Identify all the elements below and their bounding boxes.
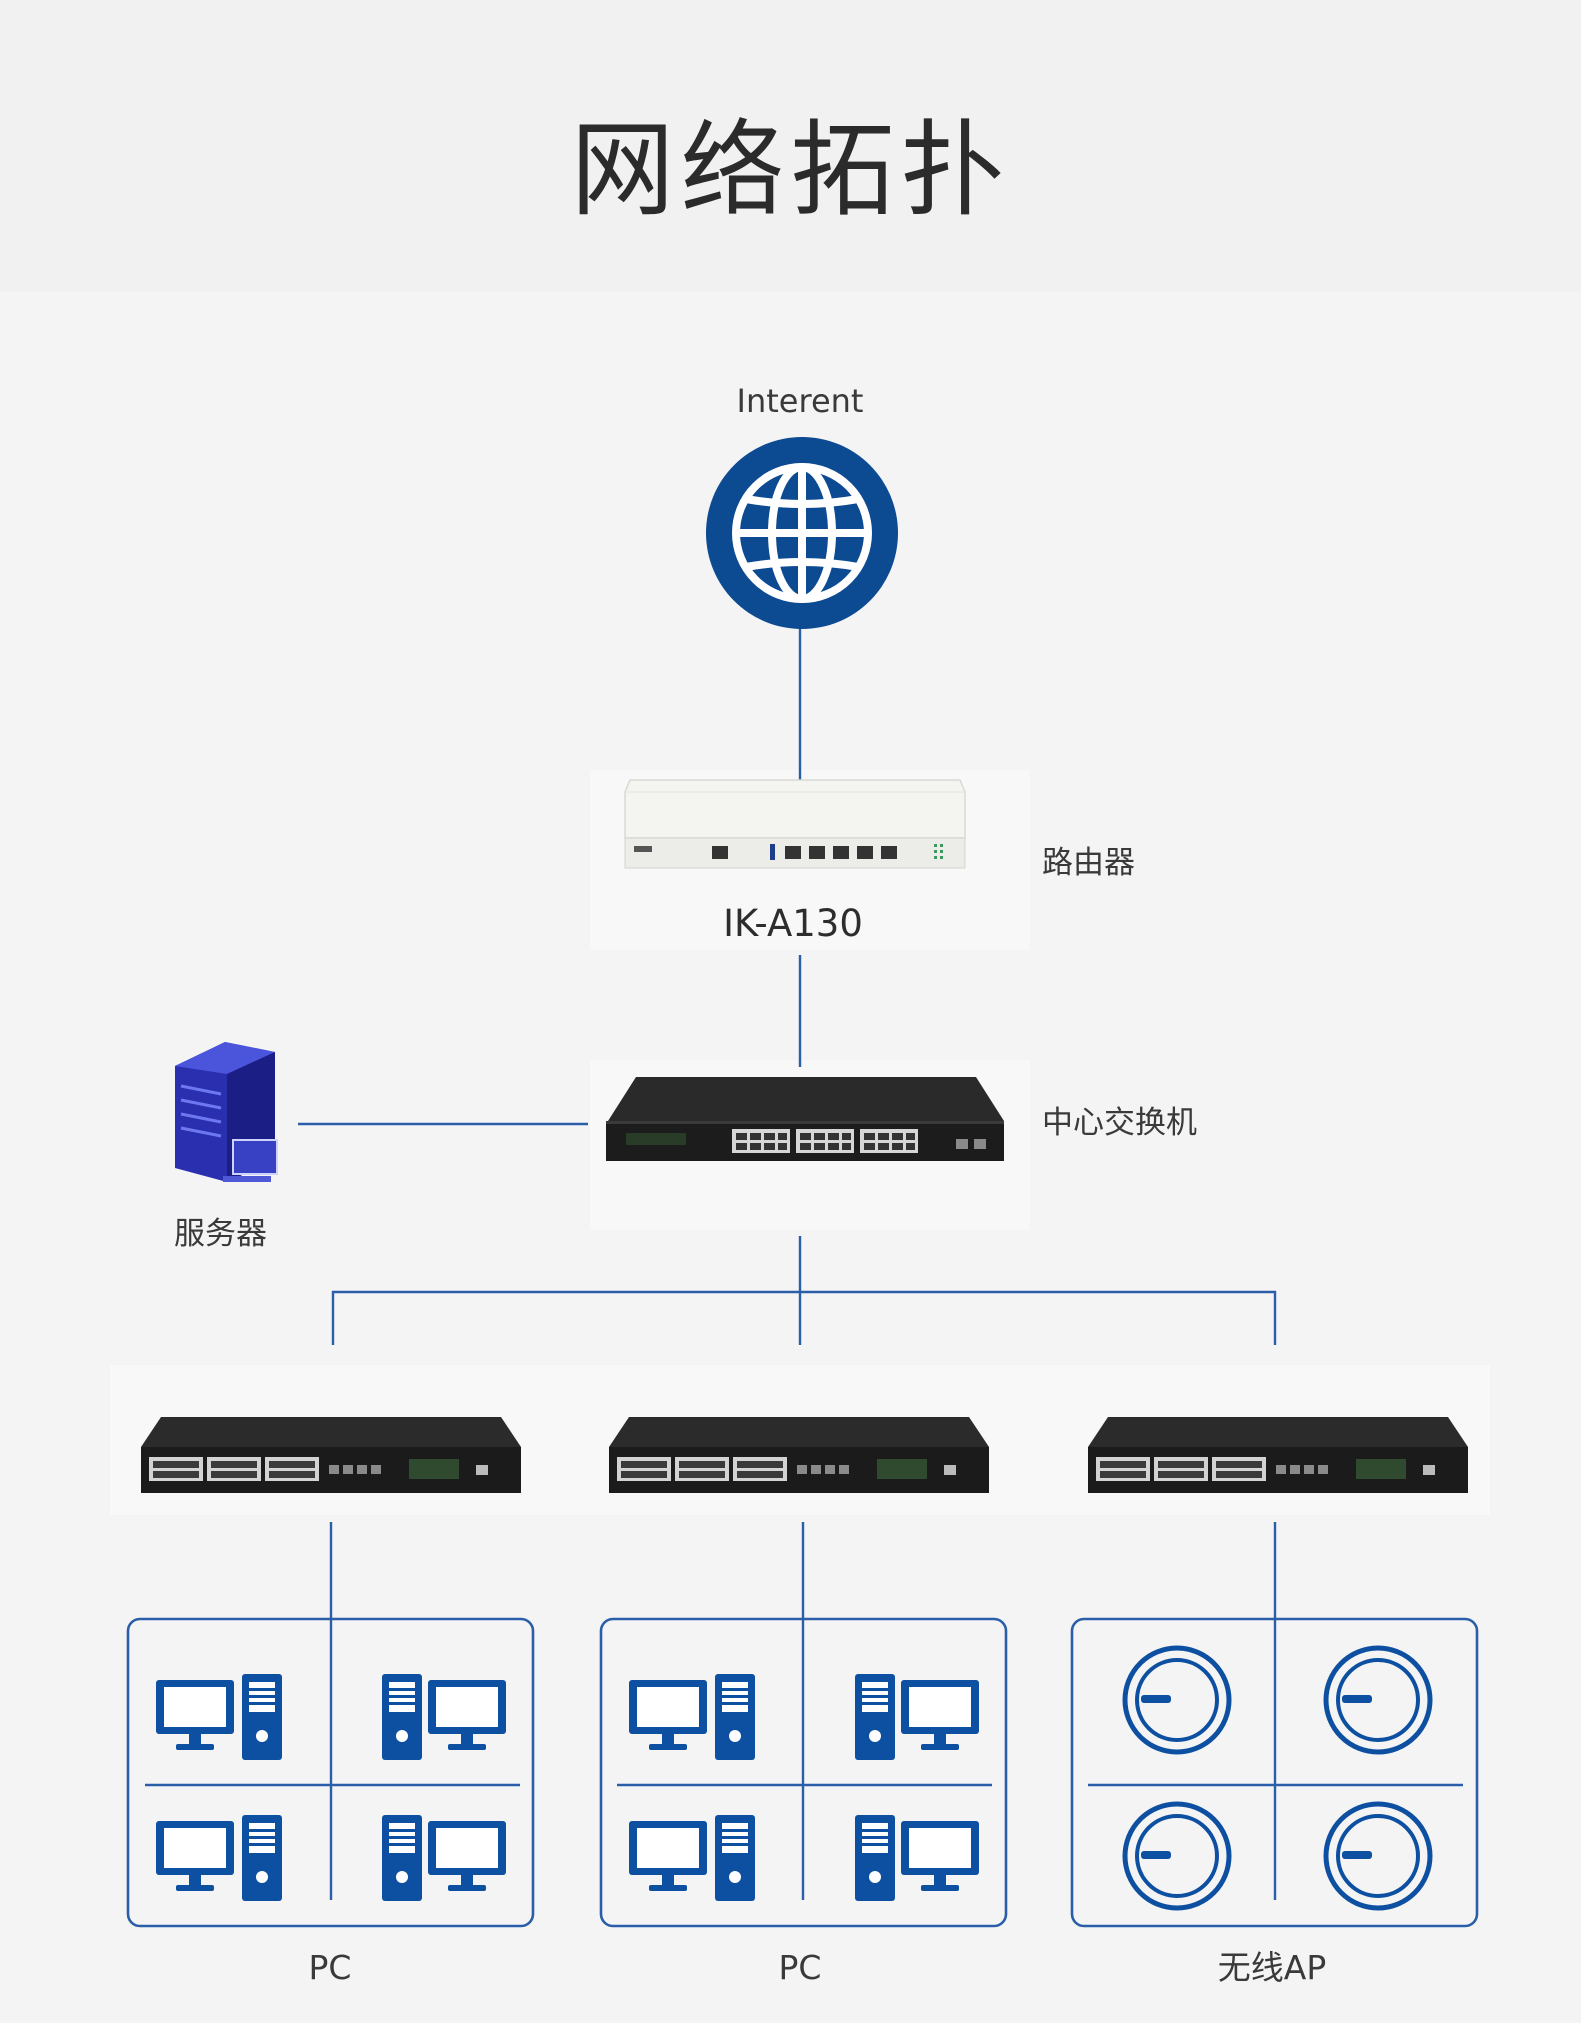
line-distribution (331, 1290, 1277, 1345)
core-switch-label: 中心交换机 (1042, 1105, 1197, 1141)
wireless-ap-icon (1323, 1801, 1433, 1911)
page-title: 网络拓扑 (570, 109, 1011, 231)
router-device-icon (624, 779, 966, 869)
internet-label: Interent (736, 382, 864, 420)
server-label: 服务器 (174, 1216, 267, 1252)
pc-icon (382, 1815, 506, 1901)
access-switch-1-icon (141, 1417, 521, 1493)
group-box-pc-2 (599, 1617, 1008, 1928)
wireless-ap-icon (1323, 1645, 1433, 1755)
header-band (0, 0, 1581, 292)
pc-icon (156, 1815, 282, 1901)
access-switch-3-icon (1088, 1417, 1468, 1493)
core-switch-icon (606, 1077, 1004, 1161)
pc-icon (629, 1815, 755, 1901)
pc-icon (855, 1815, 979, 1901)
wireless-ap-icon (1122, 1645, 1232, 1755)
group-label-ap: 无线AP (1217, 1948, 1327, 1987)
router-model-label: IK-A130 (723, 902, 863, 945)
connection-lines (145, 628, 1463, 1900)
access-switch-2-icon (609, 1417, 989, 1493)
router-label: 路由器 (1042, 845, 1135, 881)
group-label-pc-2: PC (778, 1948, 822, 1987)
group-box-pc-1 (126, 1617, 535, 1928)
pc-icon (156, 1674, 282, 1760)
group-boxes (126, 1617, 1479, 1928)
pc-icon (855, 1674, 979, 1760)
server-icon (175, 1042, 278, 1182)
group-label-pc-1: PC (308, 1948, 352, 1987)
wireless-ap-icon (1122, 1801, 1232, 1911)
pc-icon (629, 1674, 755, 1760)
globe-icon (706, 437, 898, 629)
group-box-ap (1070, 1617, 1479, 1928)
pc-icon (382, 1674, 506, 1760)
